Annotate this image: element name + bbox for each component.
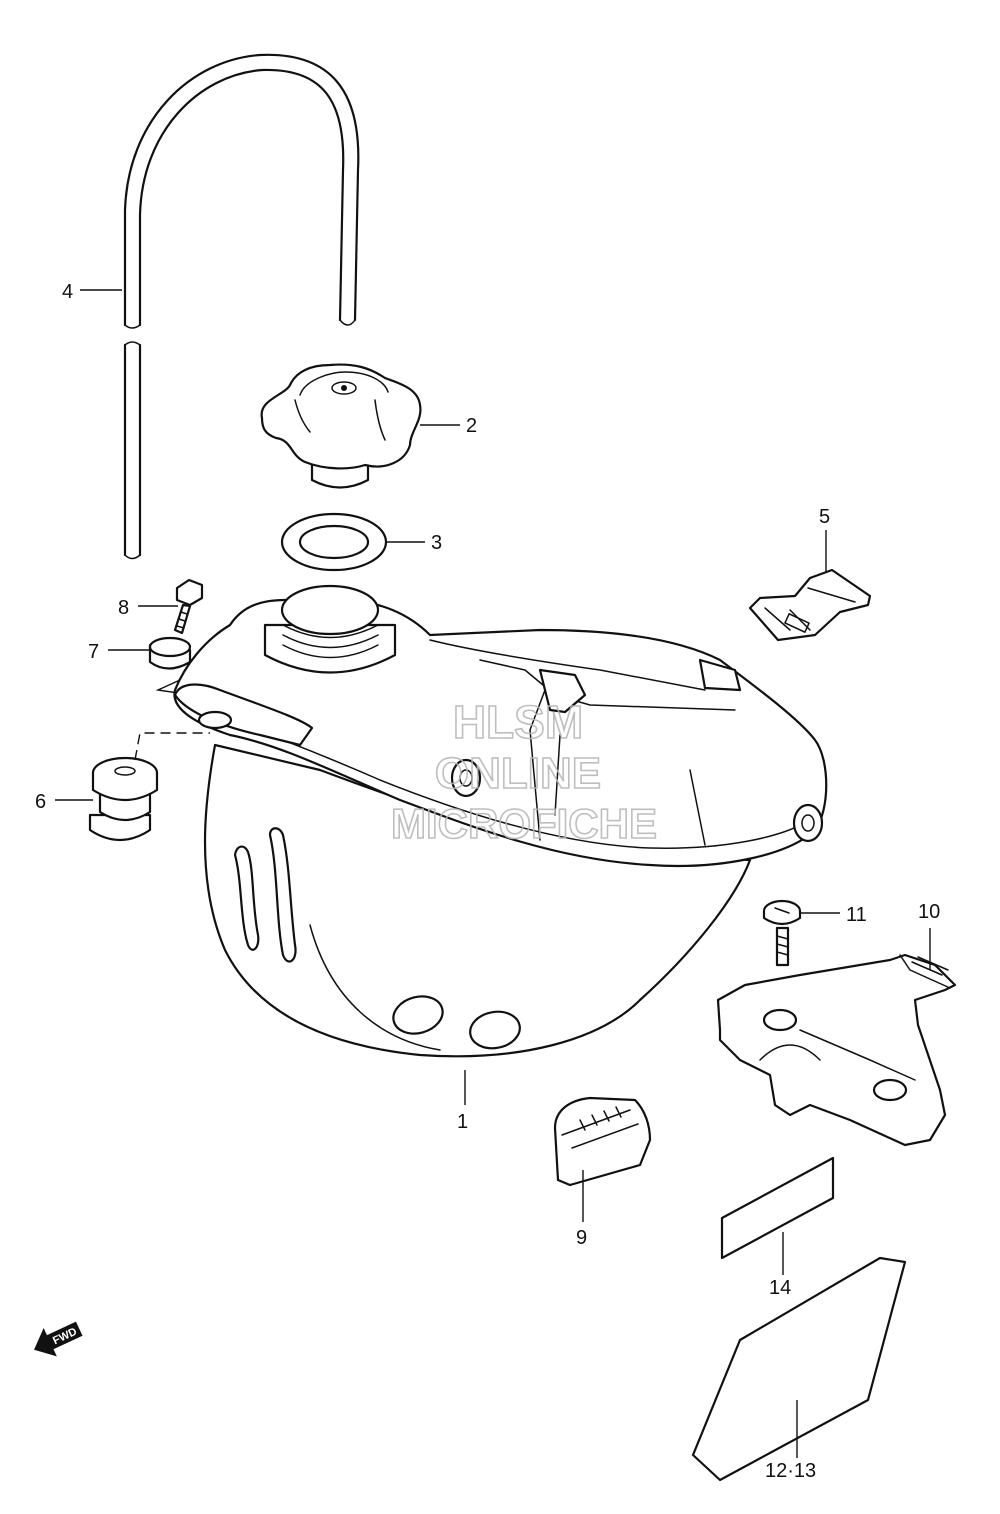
callout-7: 7 — [88, 641, 99, 663]
callout-12-13: 12·13 — [765, 1460, 816, 1482]
watermark: HLSM ONLINE MICROFICHE — [390, 695, 658, 848]
bracket-screw[interactable] — [762, 899, 802, 967]
mounting-bolt[interactable] — [173, 578, 204, 635]
forward-arrow-icon: FWD — [34, 1321, 83, 1357]
callout-6: 6 — [35, 791, 46, 813]
rubber-grommet[interactable] — [88, 756, 159, 841]
breather-hose[interactable] — [123, 53, 360, 560]
fuel-cap[interactable] — [260, 363, 422, 489]
watermark-line-3: MICROFICHE — [391, 800, 657, 847]
callout-10: 10 — [918, 901, 940, 923]
callout-1: 1 — [457, 1111, 468, 1133]
strap-clip[interactable] — [748, 568, 872, 642]
mounting-bracket[interactable] — [716, 953, 957, 1147]
callout-3: 3 — [431, 532, 442, 554]
callout-4: 4 — [62, 281, 73, 303]
forward-arrow-label: FWD — [51, 1326, 79, 1347]
callout-2: 2 — [466, 415, 477, 437]
callout-11: 11 — [846, 904, 867, 926]
caution-label[interactable] — [691, 1256, 907, 1482]
fuel-tank[interactable] — [173, 584, 828, 1058]
warning-label[interactable] — [720, 1156, 835, 1260]
watermark-line-1: HLSM — [453, 696, 583, 748]
watermark-line-2: ONLINE — [435, 749, 601, 798]
cushion-pad[interactable] — [553, 1096, 652, 1187]
callout-5: 5 — [819, 506, 830, 528]
callout-8: 8 — [118, 597, 129, 619]
callout-9: 9 — [576, 1227, 587, 1249]
callout-14: 14 — [769, 1277, 791, 1299]
cap-gasket[interactable] — [280, 512, 388, 572]
collar[interactable] — [148, 636, 192, 670]
